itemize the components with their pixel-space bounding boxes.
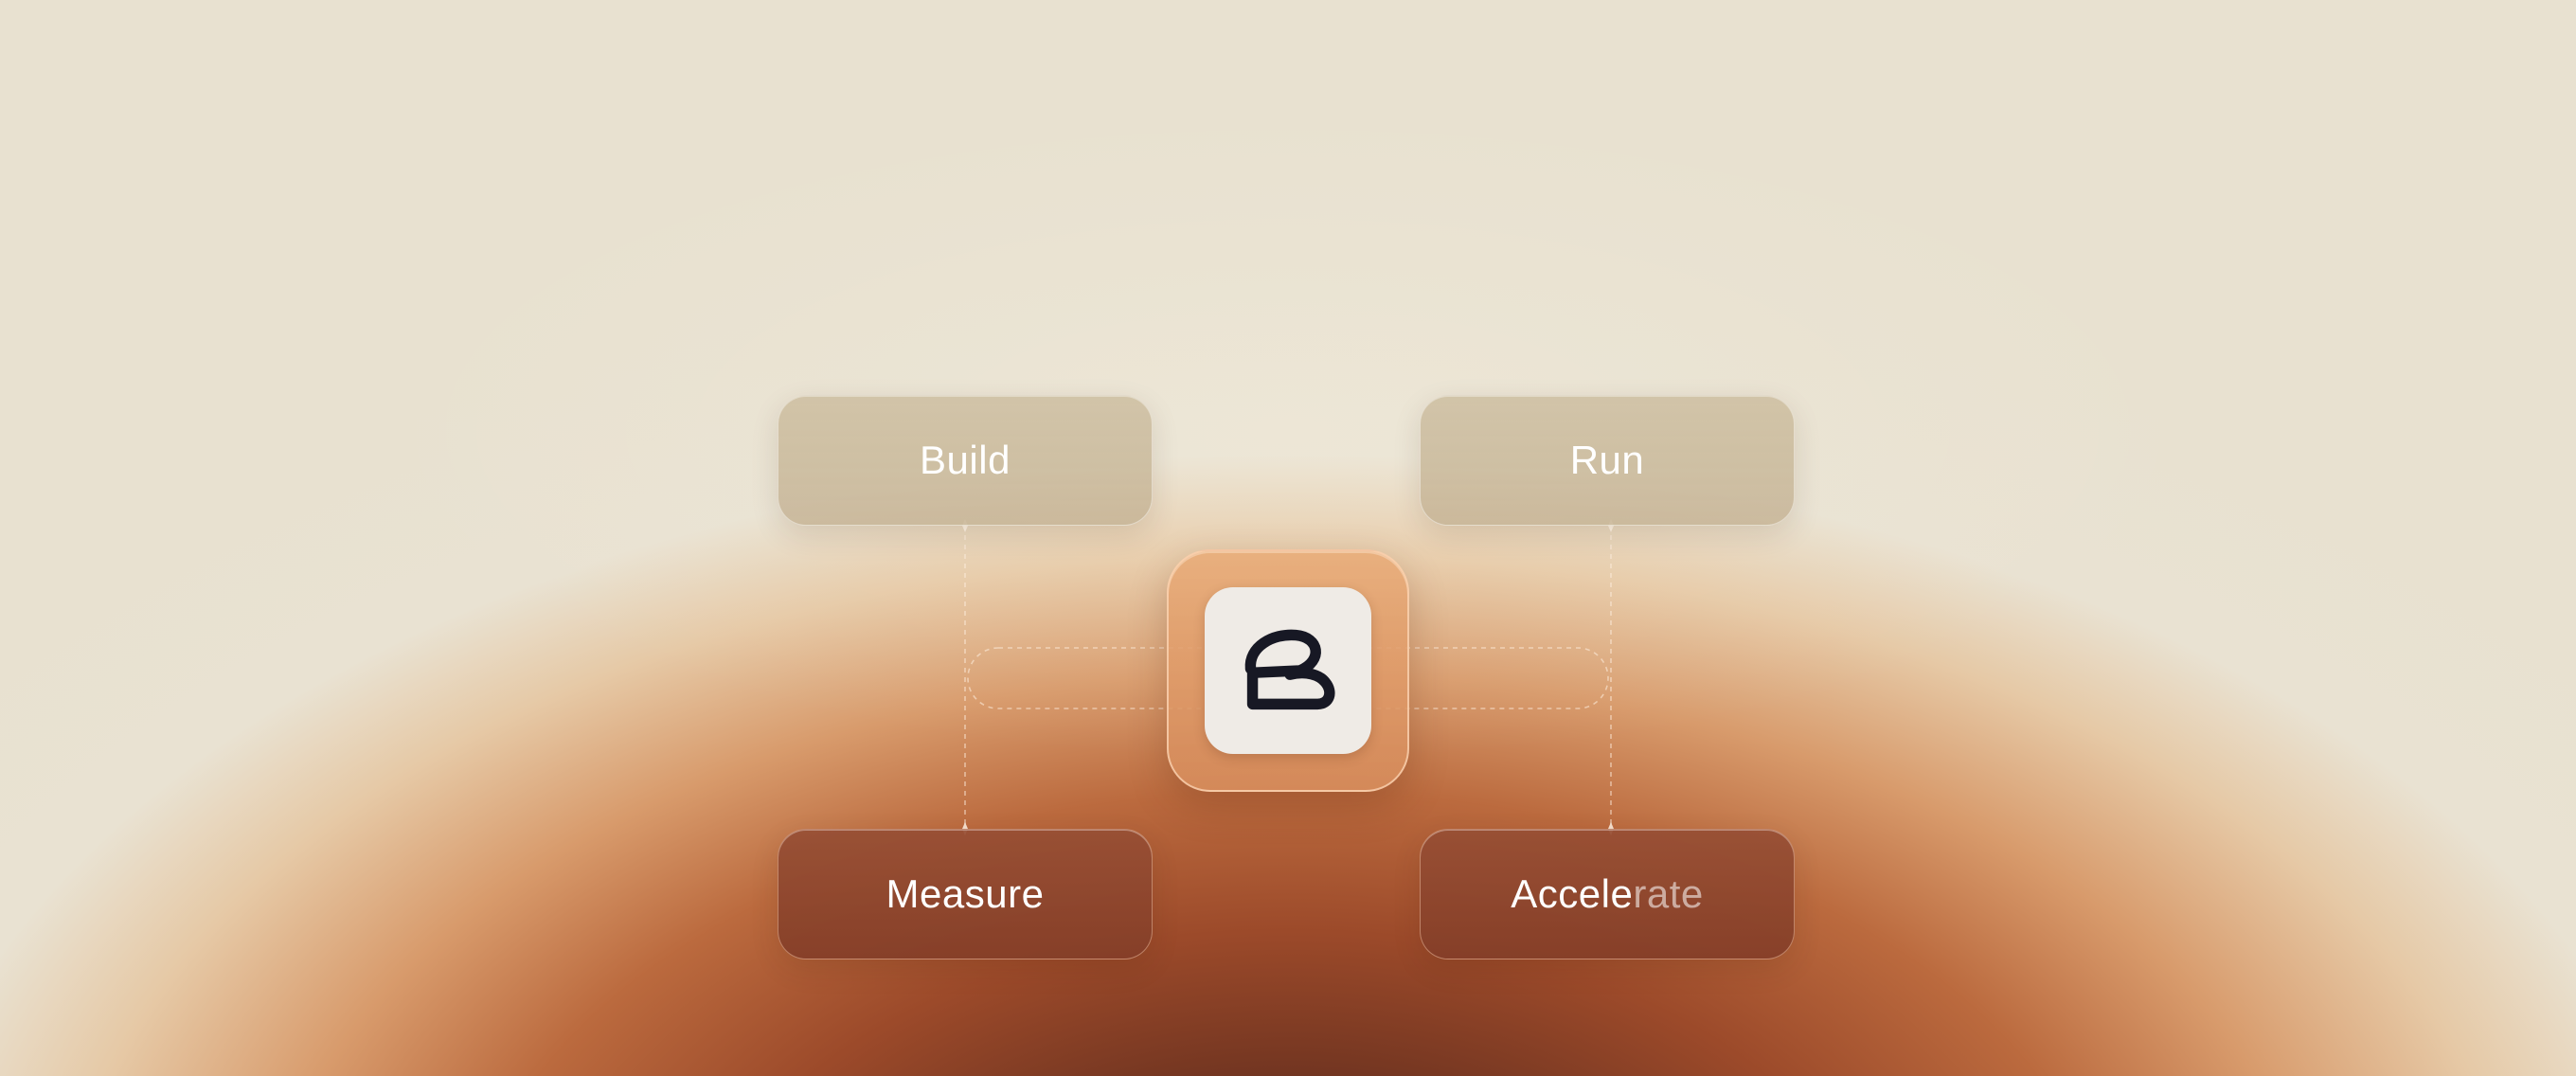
hub-logo-badge [1205, 587, 1371, 754]
node-run[interactable]: Run [1420, 395, 1795, 526]
node-build[interactable]: Build [778, 395, 1153, 526]
node-accelerate-label-fade: rate [1633, 871, 1704, 916]
node-accelerate-label: Accelerate [1511, 871, 1703, 917]
node-accelerate-label-main: Accele [1511, 871, 1634, 916]
node-accelerate[interactable]: Accelerate [1420, 829, 1795, 959]
hub-tile[interactable] [1167, 549, 1409, 792]
node-measure[interactable]: Measure [778, 829, 1153, 959]
node-measure-label: Measure [886, 871, 1045, 916]
brand-b-logo-icon [1244, 629, 1335, 710]
node-build-label: Build [920, 438, 1011, 482]
node-run-label: Run [1569, 438, 1645, 482]
